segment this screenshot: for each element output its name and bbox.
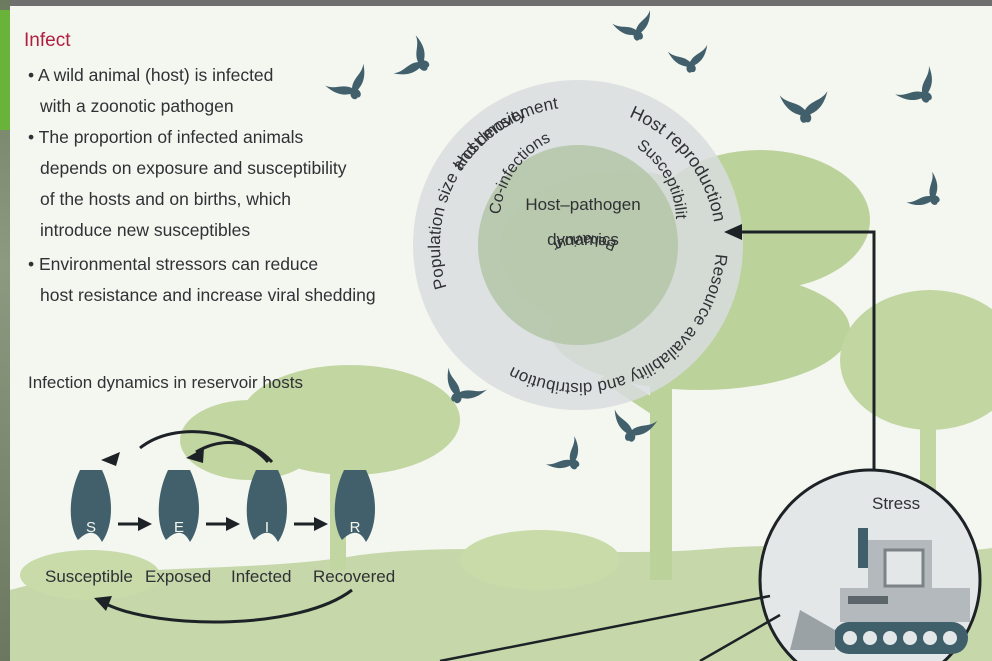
state-letter-r: R (350, 519, 361, 536)
bullet-3-line-1: • Environmental stressors can reduce (28, 249, 318, 280)
dynamics-subtitle: Infection dynamics in reservoir hosts (28, 373, 303, 393)
bat-icon (608, 409, 657, 446)
bullet-2-line-1: • The proportion of infected animals (28, 122, 303, 153)
state-label-infected: Infected (231, 567, 292, 587)
bullet-1-line-1: • A wild animal (host) is infected (28, 60, 273, 91)
state-letter-e: E (174, 519, 184, 536)
bat-icon (906, 172, 951, 218)
top-border (0, 0, 992, 6)
accent-bar (0, 10, 10, 130)
stress-label: Stress (872, 494, 920, 514)
state-letter-i: I (265, 519, 269, 536)
state-label-exposed: Exposed (145, 567, 211, 587)
bat-icon (668, 45, 712, 76)
arrow-icon (314, 517, 328, 531)
bat-icon (612, 10, 658, 47)
bat-icon (780, 91, 830, 125)
seir-bats (71, 470, 375, 542)
arrow-icon (138, 517, 152, 531)
state-letter-s: S (86, 519, 96, 536)
bullet-2-line-4: introduce new susceptibles (40, 215, 250, 246)
state-label-recovered: Recovered (313, 567, 395, 587)
infect-title: Infect (24, 30, 70, 52)
bat-icon (394, 35, 439, 87)
state-label-susceptible: Susceptible (45, 567, 133, 587)
bat-icon (546, 436, 592, 482)
center-label-line2: dynamics (547, 230, 619, 249)
bullet-2-line-3: of the hosts and on births, which (40, 184, 291, 215)
arrow-icon (226, 517, 240, 531)
arrow-icon (101, 452, 120, 466)
bat-icon (895, 66, 946, 115)
tree-icon (180, 365, 460, 570)
bullet-3-line-2: host resistance and increase viral shedd… (40, 280, 376, 311)
bullet-2-line-2: depends on exposure and susceptibility (40, 153, 346, 184)
bat-icon (325, 64, 377, 109)
center-label-line1: Host–pathogen (525, 195, 640, 214)
bullet-1-line-2: with a zoonotic pathogen (40, 91, 234, 122)
